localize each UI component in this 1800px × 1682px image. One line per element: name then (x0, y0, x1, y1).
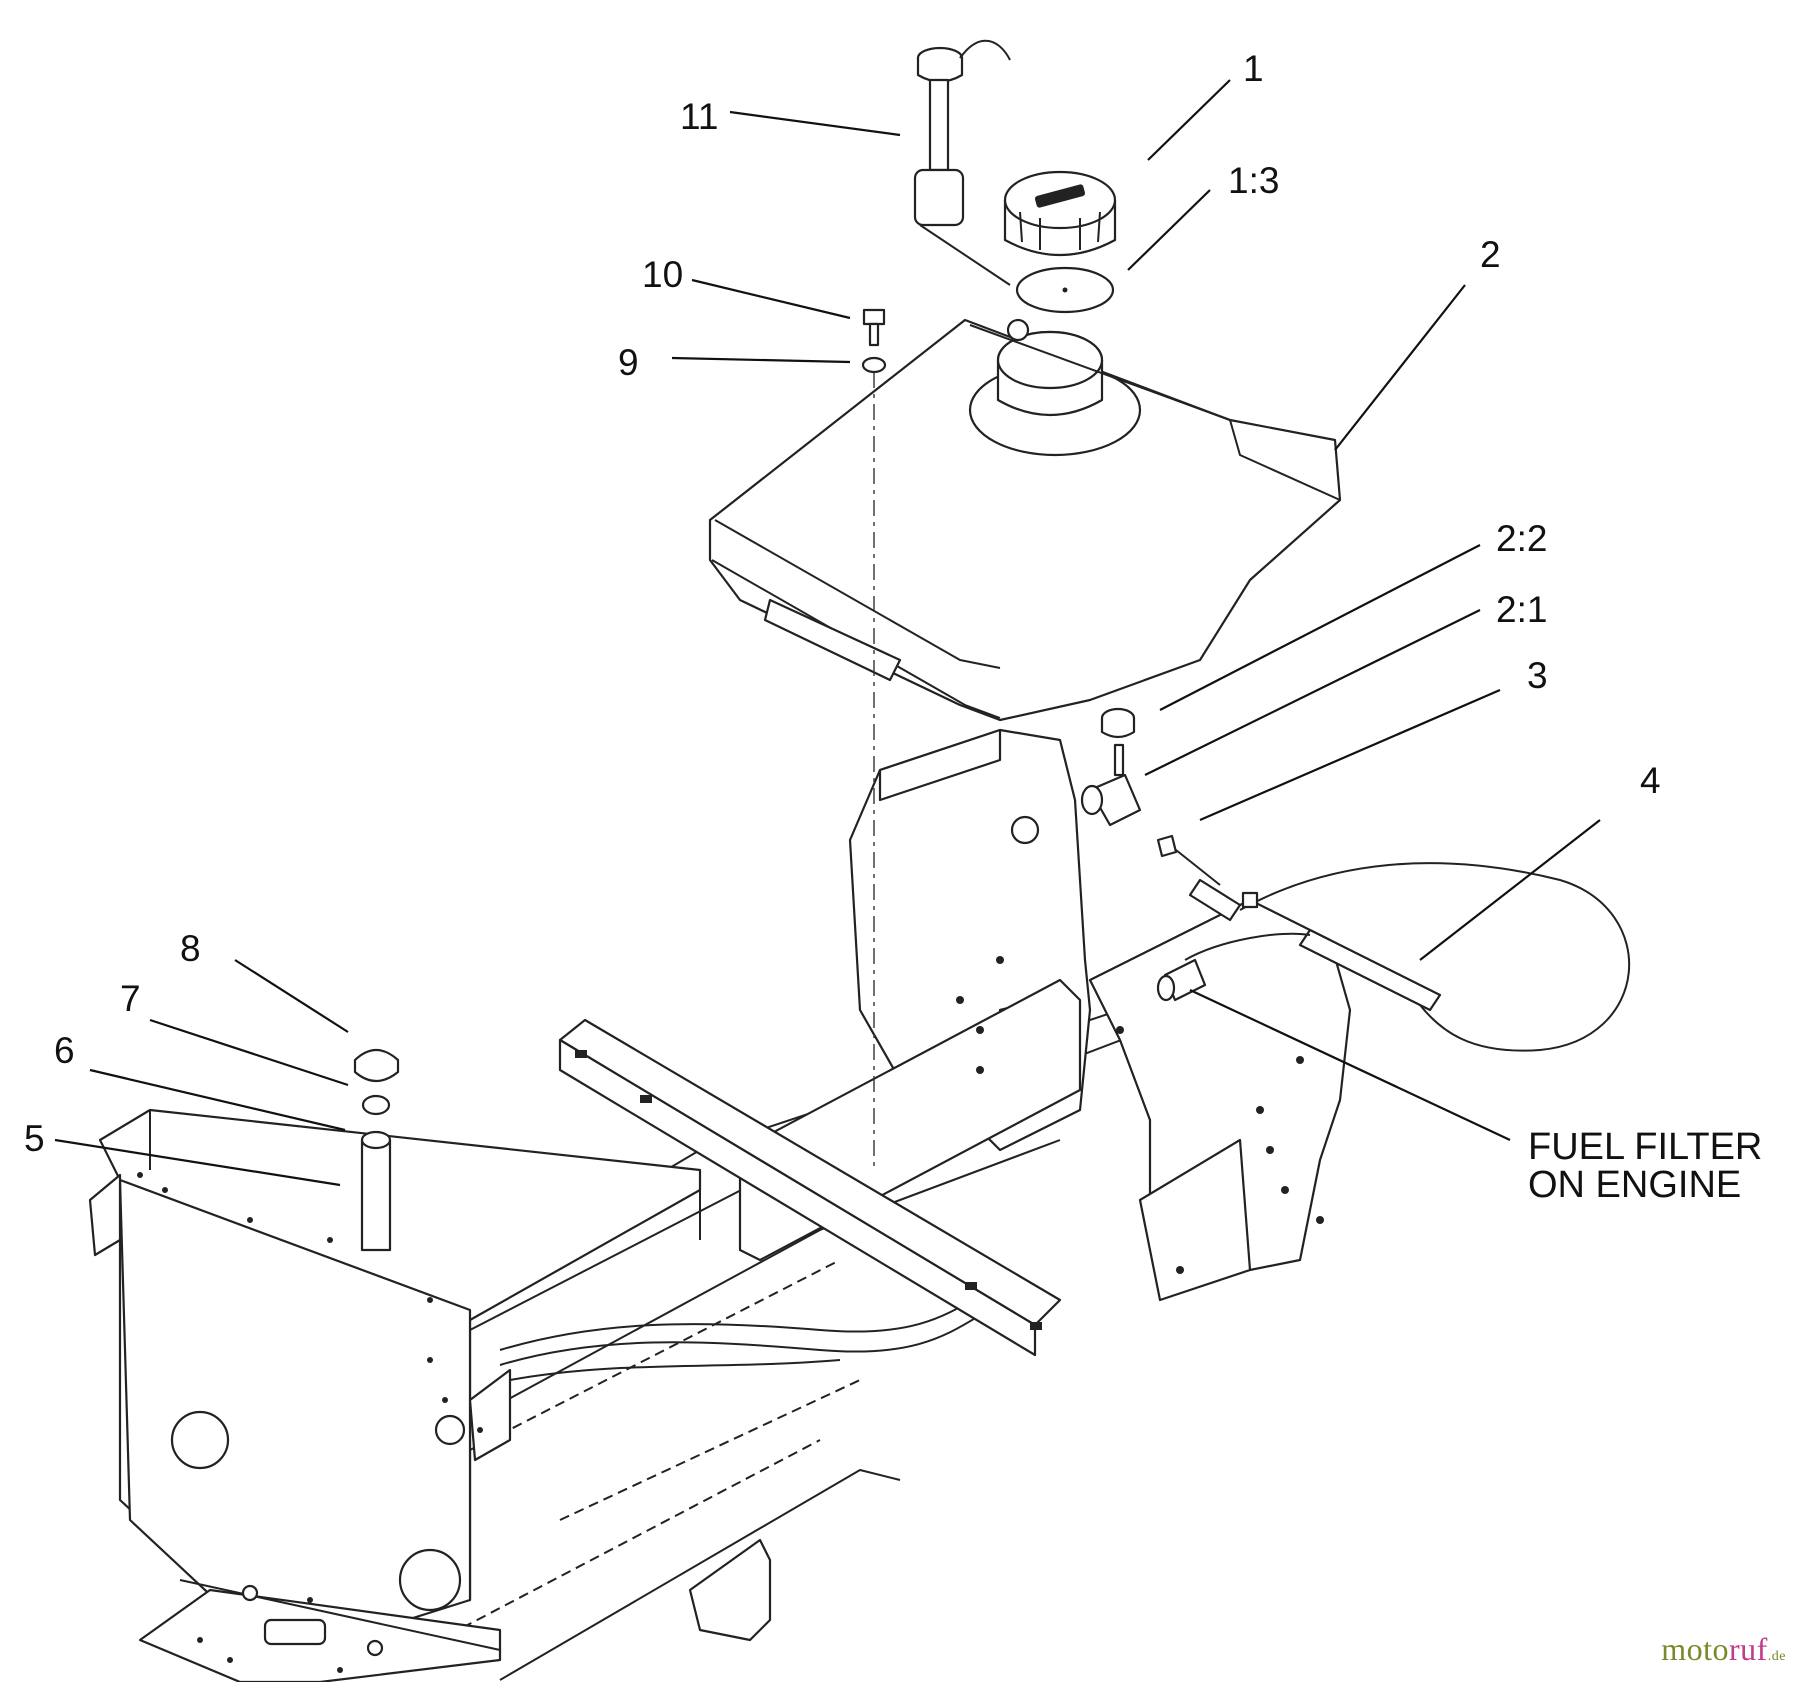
screw (862, 308, 886, 347)
label-part-11: 11 (680, 96, 719, 137)
label-part-5: 5 (24, 1118, 45, 1159)
front-plate (88, 1108, 702, 1662)
label-part-2: 2 (1480, 234, 1501, 275)
filler-tube (353, 1048, 400, 1252)
fuel-tank (708, 318, 1342, 722)
label-part-2-1: 2:1 (1496, 589, 1548, 630)
hose-clamp (1156, 834, 1242, 922)
leader-lines (54, 79, 1601, 1187)
label-part-1-3: 1:3 (1228, 160, 1280, 201)
cross-bar (558, 1018, 1062, 1357)
label-part-1: 1 (1243, 48, 1264, 89)
base-plate (138, 1579, 502, 1682)
fuel-sender (913, 39, 1011, 227)
logo-ext: .de (1767, 1649, 1786, 1664)
label-part-3: 3 (1527, 655, 1548, 696)
fuel-filter (1156, 958, 1207, 1002)
label-fuel-filter-on-engine: FUEL FILTER ON ENGINE (1528, 1126, 1763, 1206)
elbow-fitting (1080, 743, 1142, 827)
label-part-4: 4 (1640, 760, 1661, 801)
logo-part1: moto (1661, 1631, 1729, 1667)
label-part-9: 9 (618, 342, 639, 383)
label-part-2-2: 2:2 (1496, 518, 1548, 559)
fuel-cap (1003, 170, 1117, 256)
label-part-6: 6 (54, 1030, 75, 1071)
label-part-8: 8 (180, 928, 201, 969)
logo-part2: ruf (1728, 1631, 1768, 1667)
grommet (1100, 707, 1136, 739)
label-part-7: 7 (120, 978, 141, 1019)
motoruf-logo: motoruf.de (1661, 1631, 1786, 1668)
fuel-line (1184, 862, 1631, 1052)
washer (861, 356, 887, 374)
label-part-10: 10 (642, 254, 684, 295)
rear-bracket (688, 1538, 772, 1642)
sender-leader (919, 224, 1011, 286)
frame-rails (419, 999, 1201, 1681)
